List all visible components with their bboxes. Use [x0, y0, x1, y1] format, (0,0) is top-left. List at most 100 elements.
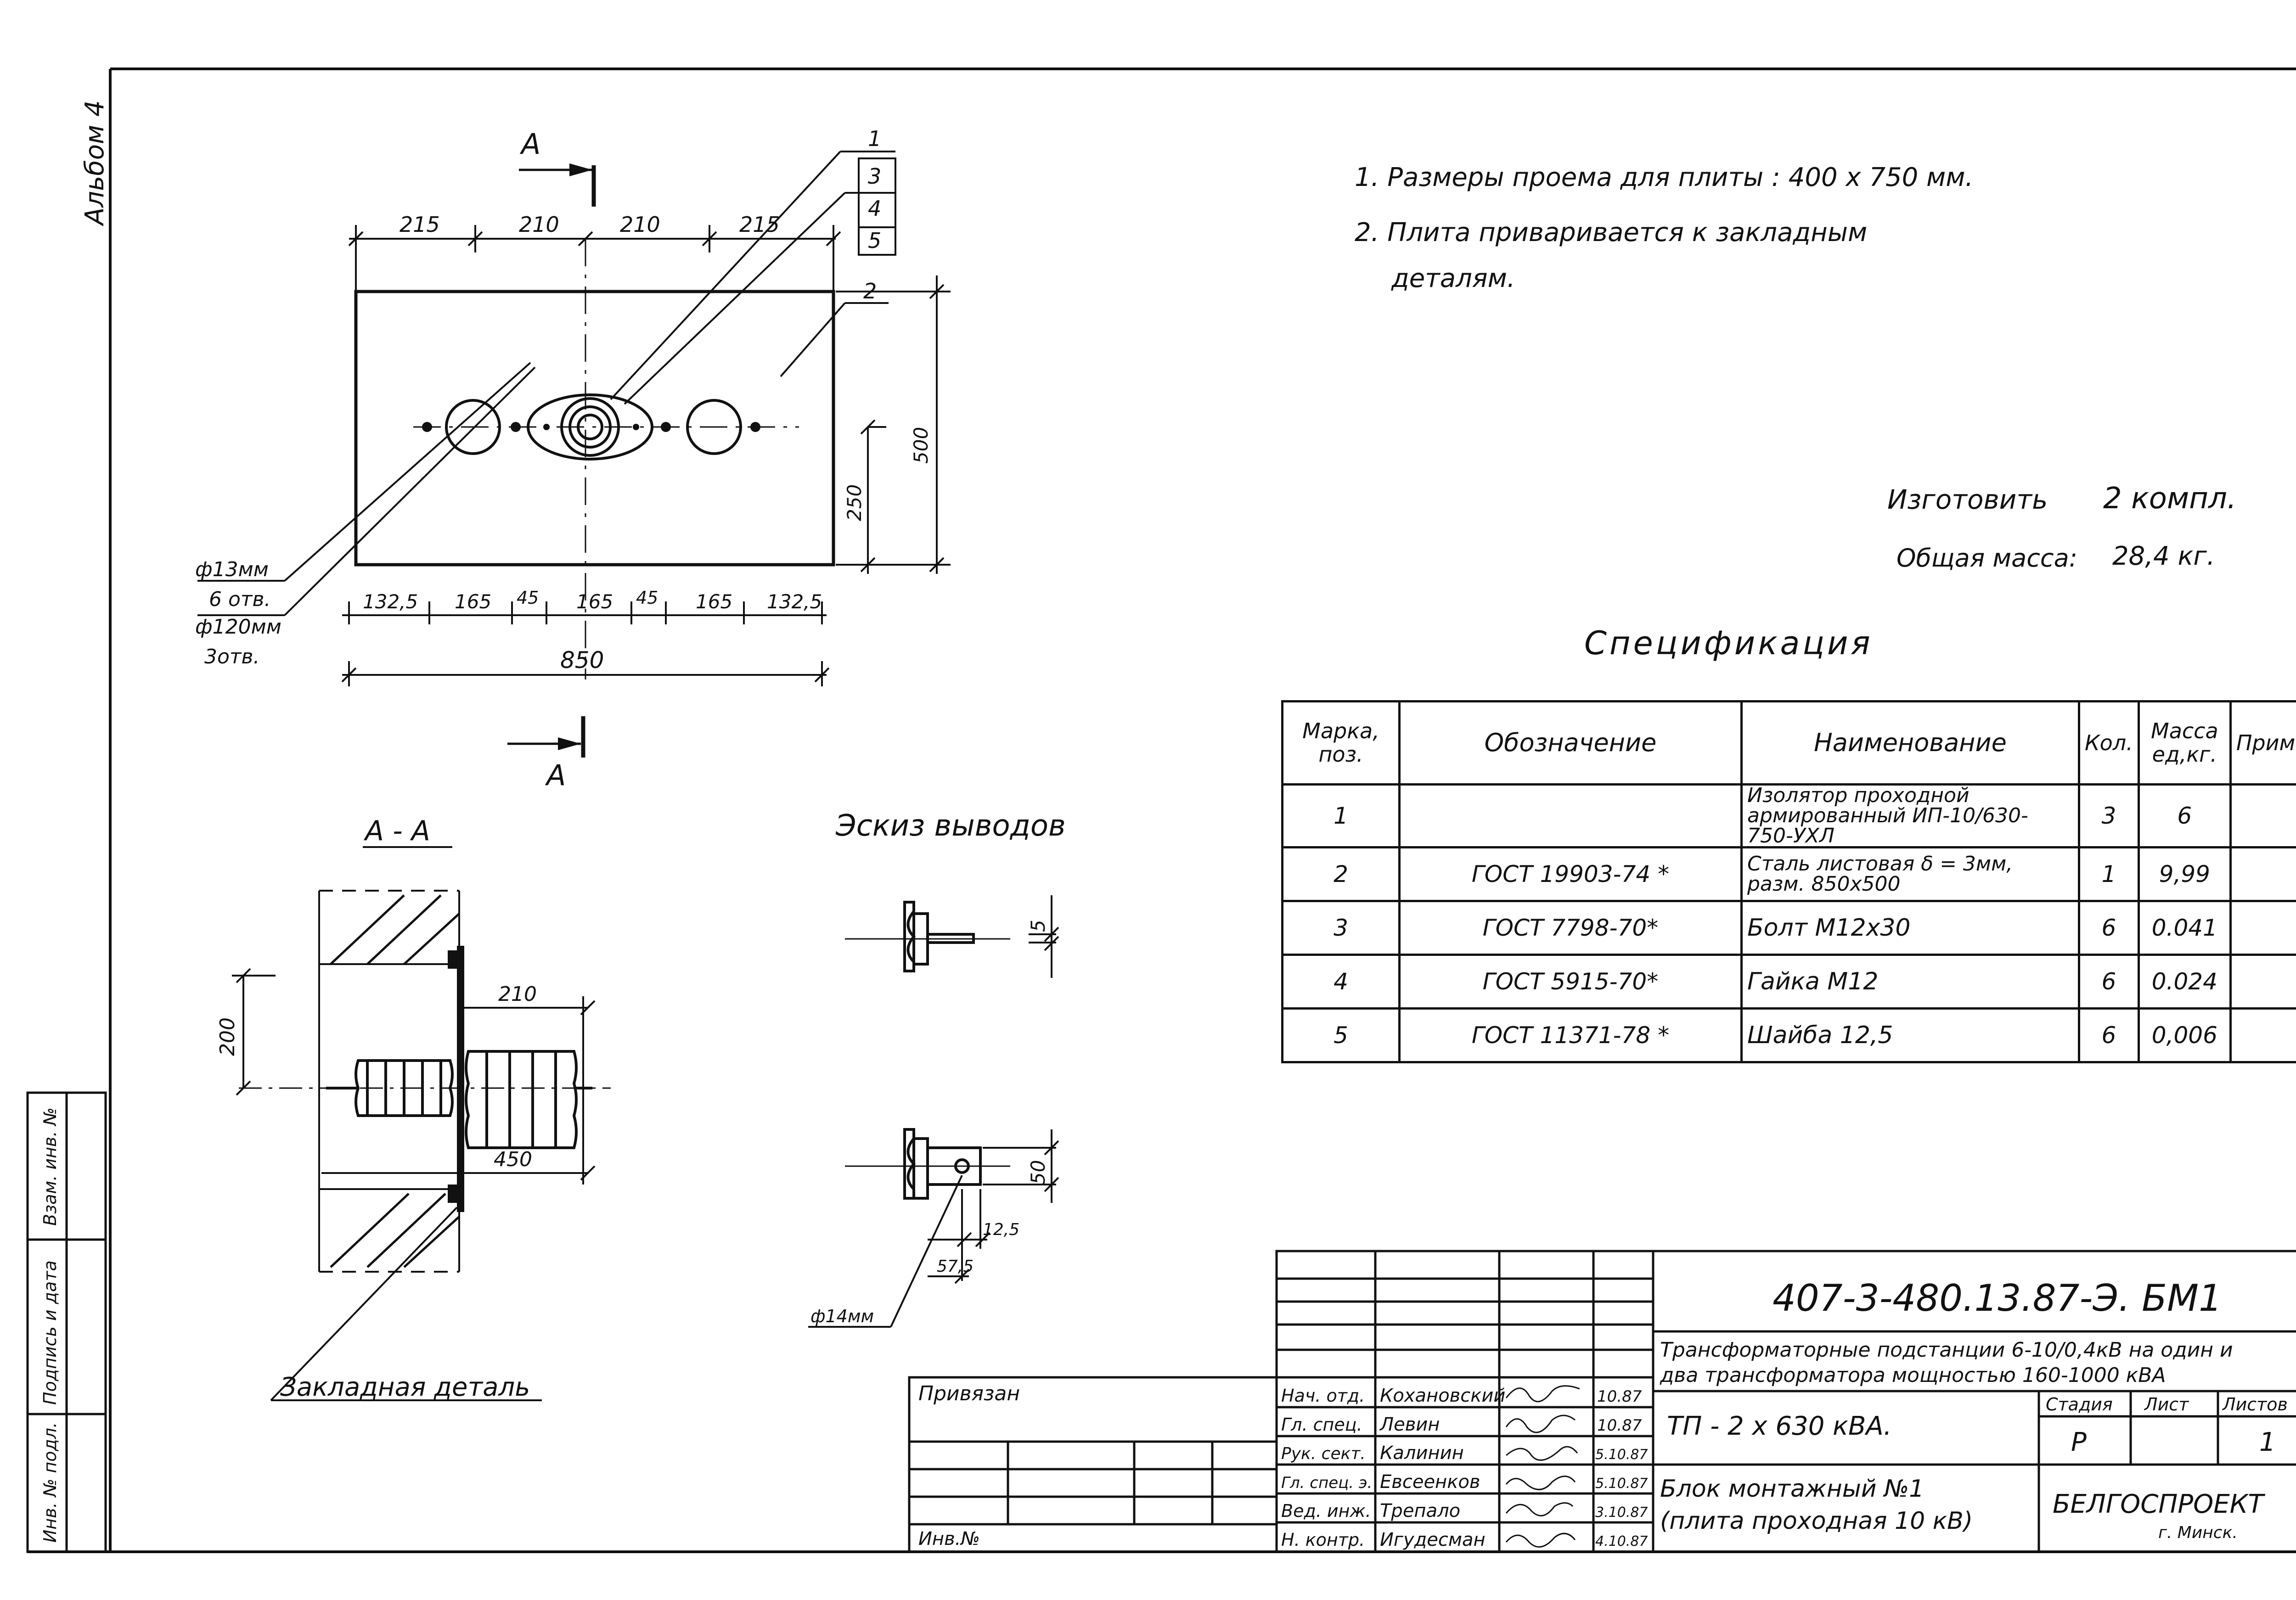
spec-mass: 0.041 — [2137, 900, 2232, 956]
table-row: 1 Изолятор проходной армированный ИП-10/… — [1281, 783, 2296, 848]
dim-top-1: 215 — [400, 212, 440, 237]
inventory-label: Инв.№ — [918, 1528, 980, 1549]
city: г. Минск. — [2158, 1523, 2238, 1542]
dim-bottom-7: 132,5 — [767, 590, 822, 613]
note-2: 2. Плита приваривается к закладным — [1355, 218, 1868, 247]
table-row: 5 ГОСТ 11371-78 * Шайба 12,5 6 0,006 — [1281, 1007, 2296, 1063]
hole-large-count: 3отв. — [204, 645, 259, 668]
spec-qty: 6 — [2078, 954, 2140, 1010]
side-stamp-inventory: Инв. № подл. — [40, 1422, 60, 1543]
project-line-1: Трансформаторные подстанции 6-10/0,4кВ н… — [1660, 1338, 2233, 1362]
spec-name: Сталь листовая δ = 3мм, разм. 850х500 — [1740, 846, 2080, 902]
section-title: А - А — [363, 815, 430, 847]
spec-qty: 1 — [2078, 846, 2140, 902]
dim-450: 450 — [494, 1148, 532, 1171]
note-1: 1. Размеры проема для плиты : 400 х 750 … — [1355, 163, 1974, 192]
large-hole-right — [686, 399, 742, 455]
sketch-dim-50: 50 — [1027, 1160, 1049, 1185]
callout-5: 5 — [868, 228, 881, 253]
bound-label: Привязан — [918, 1382, 1020, 1405]
staff-role: Нач. отд. — [1281, 1386, 1365, 1406]
sheets-label: Листов — [2222, 1394, 2288, 1415]
callout-2: 2 — [863, 279, 877, 303]
staff-role: Рук. сект. — [1281, 1444, 1366, 1463]
dim-200: 200 — [216, 1017, 239, 1056]
bolt-hole — [543, 424, 550, 430]
spec-header-pos: Марка, поз. — [1281, 700, 1401, 786]
spec-mass: 9,99 — [2137, 846, 2232, 902]
spec-mass: 0,006 — [2137, 1007, 2232, 1063]
project-line-2: два трансформатора мощностью 160-1000 кВ… — [1660, 1364, 2166, 1387]
embedded-detail-label: Закладная деталь — [280, 1372, 530, 1402]
dim-bottom-4: 165 — [576, 590, 613, 613]
dim-bottom-1: 132,5 — [363, 590, 418, 613]
spec-designation — [1398, 783, 1743, 848]
steel-plate — [354, 290, 835, 567]
spec-name: Изолятор проходной армированный ИП-10/63… — [1740, 783, 2080, 848]
stage-label: Стадия — [2046, 1394, 2113, 1415]
large-hole-left — [445, 399, 501, 455]
spec-name: Болт М12х30 — [1740, 900, 2080, 956]
staff-name: Кохановский — [1380, 1385, 1505, 1406]
plan-view: А А — [195, 126, 951, 792]
staff-date: 10.87 — [1597, 1416, 1642, 1435]
spec-name: Шайба 12,5 — [1740, 1007, 2080, 1063]
signatures — [1505, 1385, 1580, 1548]
dim-top-2: 210 — [519, 212, 559, 237]
staff-name: Калинин — [1380, 1443, 1464, 1464]
spec-note — [2229, 954, 2296, 1010]
dim-height-half: 250 — [843, 484, 866, 521]
spec-pos: 3 — [1281, 900, 1401, 956]
callout-3: 3 — [868, 164, 881, 189]
mass-value: 28,4 кг. — [2112, 541, 2215, 571]
section-plate — [457, 946, 464, 1212]
bolt-hole — [633, 424, 639, 430]
sketch-dim-5: 5 — [1027, 920, 1049, 932]
object-name: ТП - 2 х 630 кВА. — [1667, 1411, 1892, 1441]
section-mark-bottom: А — [545, 758, 566, 792]
spec-header-row: Марка, поз. Обозначение Наименование Кол… — [1281, 700, 2296, 786]
insulator-flange — [527, 393, 653, 460]
spec-note — [2229, 846, 2296, 902]
spec-title: Спецификация — [1584, 624, 1873, 662]
hole-small-count: 6 отв. — [209, 588, 270, 611]
spec-name: Гайка М12 — [1740, 954, 2080, 1010]
spec-note — [2229, 900, 2296, 956]
staff-date: 4.10.87 — [1595, 1533, 1648, 1549]
staff-name: Евсеенков — [1380, 1471, 1480, 1493]
table-row: 4 ГОСТ 5915-70* Гайка М12 6 0.024 — [1281, 954, 2296, 1010]
sketch-title: Эскиз выводов — [835, 809, 1066, 843]
side-stamp-replaced: Взам. инв. № — [40, 1107, 60, 1226]
spec-mass: 6 — [2137, 783, 2232, 848]
callout-4: 4 — [868, 196, 881, 221]
table-row: 2 ГОСТ 19903-74 * Сталь листовая δ = 3мм… — [1281, 846, 2296, 902]
dim-bottom-3: 45 — [517, 588, 539, 608]
bolt-hole — [422, 422, 432, 432]
staff-name: Игудесман — [1380, 1529, 1486, 1550]
drawing-line-2: (плита проходная 10 кВ) — [1660, 1507, 1973, 1535]
dim-total-width: 850 — [560, 647, 604, 674]
spec-header-note: Приме — [2229, 700, 2296, 786]
make-value: 2 компл. — [2103, 482, 2237, 516]
mass-label: Общая масса: — [1896, 544, 2077, 573]
side-stamp-signature: Подпись и дата — [40, 1260, 60, 1405]
spec-header-qty: Кол. — [2078, 700, 2140, 786]
title-code: 407-3-480.13.87-Э. БМ1 — [1773, 1277, 2222, 1319]
spec-pos: 5 — [1281, 1007, 1401, 1063]
spec-note — [2229, 783, 2296, 848]
staff-role: Н. контр. — [1281, 1530, 1365, 1550]
table-row: 3 ГОСТ 7798-70* Болт М12х30 6 0.041 — [1281, 900, 2296, 956]
terminal-sketch: Эскиз выводов 5 — [808, 809, 1066, 1328]
organization: БЕЛГОСПРОЕКТ — [2053, 1489, 2265, 1519]
specification-table: Марка, поз. Обозначение Наименование Кол… — [1281, 700, 2296, 1063]
note-2-continued: деталям. — [1391, 264, 1515, 293]
staff-date: 3.10.87 — [1595, 1505, 1648, 1521]
stage-value: Р — [2071, 1427, 2087, 1457]
drawing-line-1: Блок монтажный №1 — [1660, 1475, 1924, 1503]
spec-mass: 0.024 — [2137, 954, 2232, 1010]
spec-header-mass: Масса ед,кг. — [2137, 700, 2232, 786]
spec-designation: ГОСТ 19903-74 * — [1398, 846, 1743, 902]
wall-hatch — [330, 894, 460, 1268]
spec-designation: ГОСТ 11371-78 * — [1398, 1007, 1743, 1063]
side-stamp — [26, 1091, 107, 1553]
